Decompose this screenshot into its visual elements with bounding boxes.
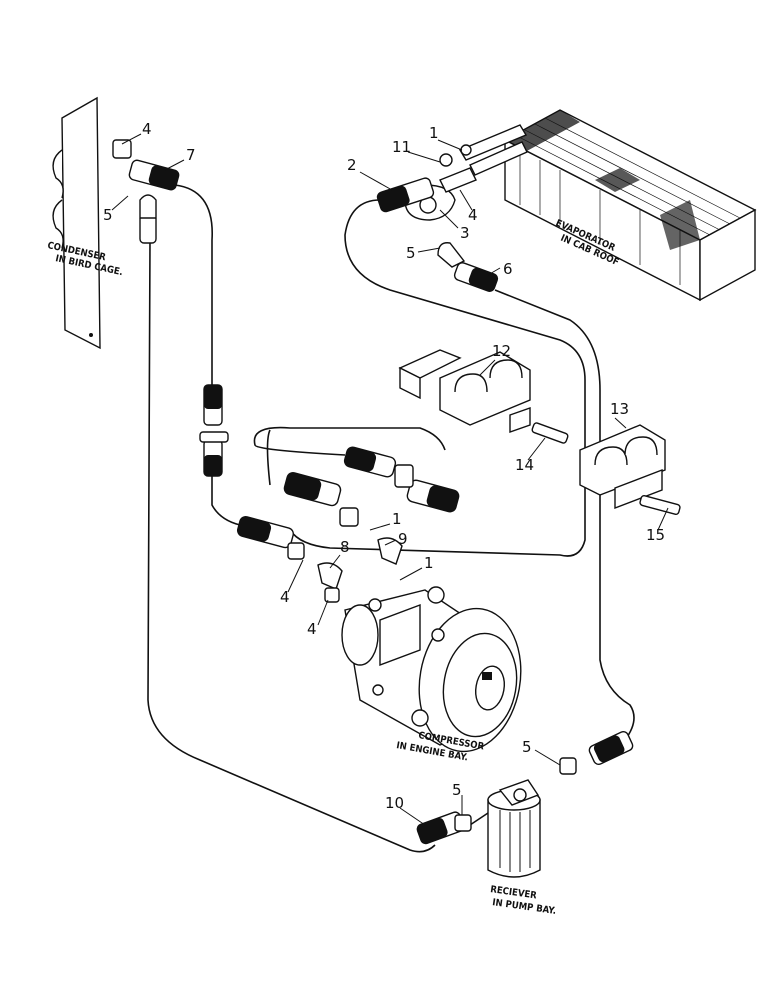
- compressor: [341, 586, 522, 753]
- callout-12: 12: [492, 342, 511, 360]
- callout-3: 3: [460, 224, 470, 242]
- callout-4: 4: [142, 120, 152, 138]
- callout-1: 1: [392, 510, 402, 528]
- bracket-13: [531, 422, 681, 516]
- hoses: [147, 184, 635, 853]
- callout-4: 4: [468, 206, 478, 224]
- callout-6: 6: [503, 260, 513, 278]
- callout-13: 13: [610, 400, 629, 418]
- callout-1: 1: [429, 124, 439, 142]
- callout-10: 10: [385, 794, 404, 812]
- callout-1: 1: [424, 554, 434, 572]
- callout-5: 5: [452, 781, 462, 799]
- receiver-location: IN PUMP BAY.: [492, 897, 557, 917]
- leader-lines: [111, 133, 669, 826]
- callout-15: 15: [646, 526, 665, 544]
- hose-fittings: [112, 139, 634, 845]
- bracket-12: [398, 349, 531, 433]
- callout-9: 9: [398, 530, 408, 548]
- callout-5: 5: [406, 244, 416, 262]
- callout-5: 5: [522, 738, 532, 756]
- callout-4: 4: [280, 588, 290, 606]
- callout-7: 7: [186, 146, 196, 164]
- callout-11: 11: [392, 138, 411, 156]
- receiver: [487, 779, 541, 878]
- condenser-panel: [52, 96, 101, 350]
- callout-2: 2: [347, 156, 357, 174]
- callout-14: 14: [515, 456, 534, 474]
- callout-5: 5: [103, 206, 113, 224]
- callout-8: 8: [340, 538, 350, 556]
- callout-4: 4: [307, 620, 317, 638]
- evaporator: [458, 109, 757, 302]
- callout-numbers: 1 2 11 4 3 5 6 4 7 5 12 13 14 15 1 9 8 1…: [103, 120, 665, 812]
